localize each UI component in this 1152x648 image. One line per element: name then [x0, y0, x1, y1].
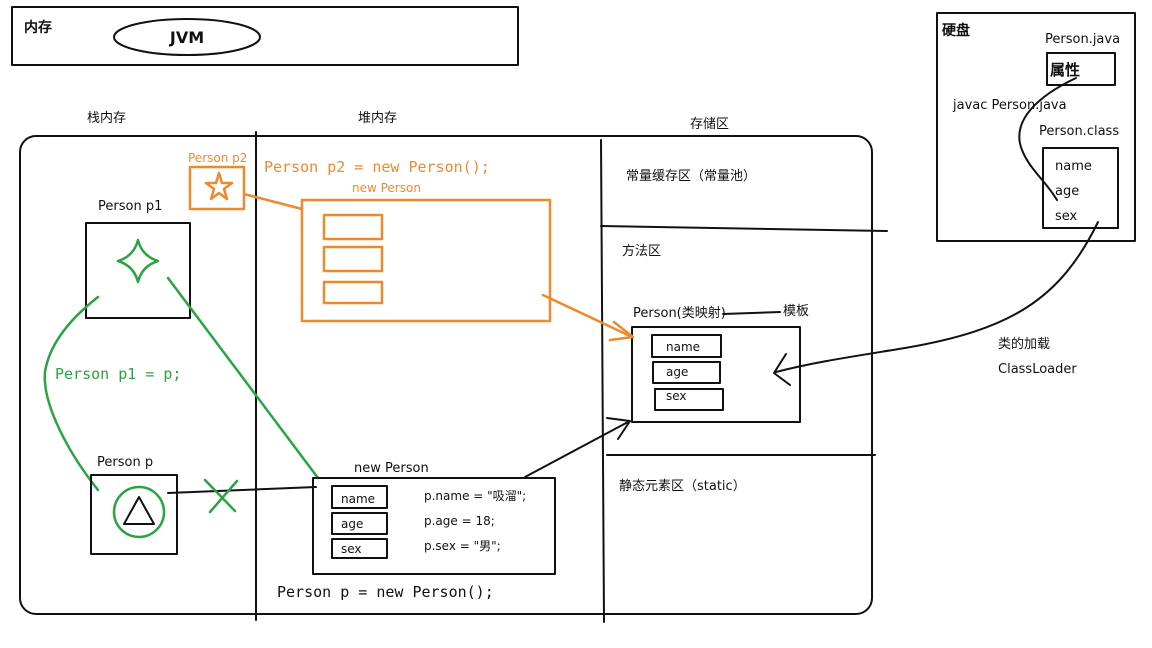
stack-p-box — [90, 474, 178, 555]
disk-attr-box — [1046, 52, 1116, 86]
class-loader-label: ClassLoader — [998, 362, 1077, 377]
stack-p-label: Person p — [97, 455, 153, 470]
disk-box — [936, 12, 1136, 242]
p1-alias-curve — [43, 295, 100, 492]
class-field-sex-box — [654, 388, 724, 411]
heap-obj-top-slot-3 — [322, 280, 384, 305]
jvm-ellipse — [113, 18, 261, 56]
template-label: 模板 — [783, 304, 809, 319]
p2-reference-line — [242, 192, 304, 211]
disk-javac-command: javac Person.java — [952, 98, 1067, 113]
heap-field-age-box — [331, 512, 388, 535]
disk-class-box — [1042, 147, 1119, 229]
heap-field-sex: sex — [341, 542, 362, 556]
heap-obj-top-slot-1 — [322, 213, 384, 241]
template-pointer-line — [722, 311, 781, 315]
class-field-sex: sex — [666, 389, 687, 403]
const-method-divider — [600, 225, 888, 232]
broken-reference-cross-b — [208, 479, 239, 514]
jvm-label: JVM — [169, 28, 204, 47]
disk-field-age: age — [1055, 184, 1079, 199]
heap-obj-top-box — [300, 198, 552, 323]
stack-p2-box — [188, 165, 246, 211]
class-template-box — [631, 326, 801, 423]
heap-obj-bottom-label: new Person — [354, 461, 429, 476]
obj-bottom-class-arrow — [524, 421, 629, 478]
p-circle-icon — [112, 485, 166, 539]
assign-sex: p.sex = "男"; — [424, 539, 501, 553]
heap-storage-divider — [600, 139, 605, 623]
heap-field-age: age — [341, 517, 363, 531]
disk-class-file: Person.class — [1039, 124, 1119, 139]
static-area-label: 静态元素区（static） — [619, 479, 746, 494]
p1-star-icon — [116, 238, 160, 284]
p-triangle-icon — [123, 496, 155, 525]
class-loading-arrow — [775, 221, 1099, 373]
heap-label: 堆内存 — [358, 110, 397, 126]
runtime-memory-container — [19, 135, 873, 615]
stack-p2-label: Person p2 — [188, 151, 247, 165]
assign-name: p.name = "吸溜"; — [424, 488, 526, 503]
memory-label: 内存 — [24, 19, 52, 36]
heap-obj-top-slot-2 — [322, 245, 384, 273]
broken-reference-cross-a — [203, 478, 237, 513]
class-loading-arrowhead — [773, 353, 791, 386]
heap-field-sex-box — [331, 538, 388, 559]
obj-top-class-arrowhead — [608, 320, 635, 342]
memory-box — [11, 6, 519, 66]
p1-reference-line — [166, 276, 320, 480]
disk-java-file: Person.java — [1045, 32, 1120, 47]
code-p-new: Person p = new Person(); — [277, 583, 494, 601]
method-area-label: 方法区 — [622, 243, 661, 259]
class-field-name: name — [666, 340, 700, 354]
disk-field-name: name — [1055, 159, 1092, 174]
const-pool-label: 常量缓存区（常量池） — [626, 169, 756, 184]
disk-attr-label: 属性 — [1050, 61, 1080, 79]
disk-label: 硬盘 — [942, 22, 970, 39]
stack-p1-box — [85, 222, 191, 319]
heap-field-name-box — [331, 485, 388, 509]
disk-field-sex: sex — [1055, 209, 1078, 224]
stack-label: 栈内存 — [87, 110, 126, 126]
storage-label: 存储区 — [690, 117, 729, 132]
class-field-age: age — [666, 365, 688, 379]
heap-obj-bottom-box — [312, 477, 556, 575]
compile-curve — [1018, 77, 1077, 201]
assign-age: p.age = 18; — [424, 514, 495, 528]
class-loading-label: 类的加载 — [998, 336, 1050, 352]
obj-bottom-class-arrowhead — [606, 417, 631, 440]
class-field-age-box — [652, 361, 721, 384]
class-field-name-box — [651, 334, 722, 358]
code-p1-assign: Person p1 = p; — [55, 365, 181, 383]
p-reference-line — [167, 486, 317, 494]
p2-star-icon — [204, 171, 234, 201]
heap-field-name: name — [341, 492, 375, 506]
stack-p1-label: Person p1 — [98, 199, 162, 214]
heap-obj-top-label: new Person — [352, 181, 421, 195]
obj-top-class-arrow — [541, 293, 632, 338]
code-p2-new: Person p2 = new Person(); — [264, 158, 490, 176]
class-mapping-label: Person(类映射) — [633, 305, 726, 321]
